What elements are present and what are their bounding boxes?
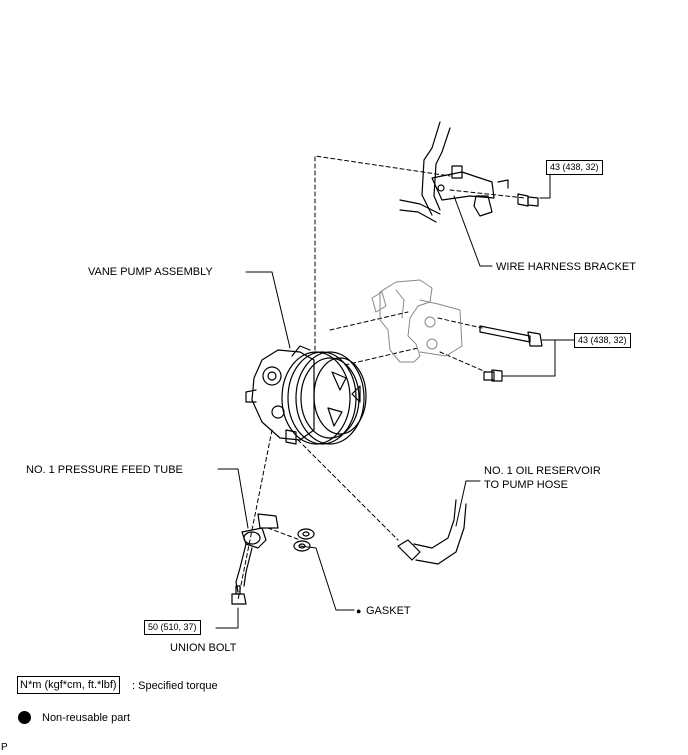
reservoir-hose-drawing	[397, 499, 467, 565]
non-reusable-dot-icon	[18, 711, 31, 724]
union-bolt-drawing	[231, 585, 247, 605]
engine-bracket-drawing	[371, 279, 463, 363]
wire-harness-bracket-drawing	[399, 121, 509, 223]
gasket-bullet-icon: ●	[356, 606, 362, 616]
leader-lines	[215, 163, 575, 629]
legend-torque-unit-box: N*m (kgf*cm, ft.*lbf)	[17, 676, 120, 694]
bracket-bolt-drawing	[517, 193, 539, 207]
pressure-feed-tube-drawing	[235, 513, 279, 593]
bracket-bolt-torque-box: 43 (438, 32)	[546, 160, 603, 175]
gasket-drawing	[293, 528, 315, 552]
gasket-label: GASKET	[366, 605, 411, 617]
reservoir-hose-label-line2: TO PUMP HOSE	[484, 479, 568, 491]
assembly-dashed-lines	[237, 155, 526, 601]
pump-bolts-torque-box: 43 (438, 32)	[574, 333, 631, 348]
union-bolt-torque-box: 50 (510, 37)	[144, 620, 201, 635]
pump-mount-bolts-drawing	[479, 325, 543, 382]
wire-harness-bracket-label: WIRE HARNESS BRACKET	[496, 261, 636, 273]
vane-pump-label: VANE PUMP ASSEMBLY	[88, 266, 213, 278]
pressure-feed-tube-label: NO. 1 PRESSURE FEED TUBE	[26, 464, 183, 476]
union-bolt-label: UNION BOLT	[170, 642, 237, 654]
reservoir-hose-label-line1: NO. 1 OIL RESERVOIR	[484, 465, 601, 477]
corner-mark: P	[1, 742, 8, 753]
legend-non-reusable: Non-reusable part	[42, 712, 131, 724]
vane-pump-drawing	[245, 345, 367, 445]
legend-torque-desc: : Specified torque	[132, 680, 218, 692]
